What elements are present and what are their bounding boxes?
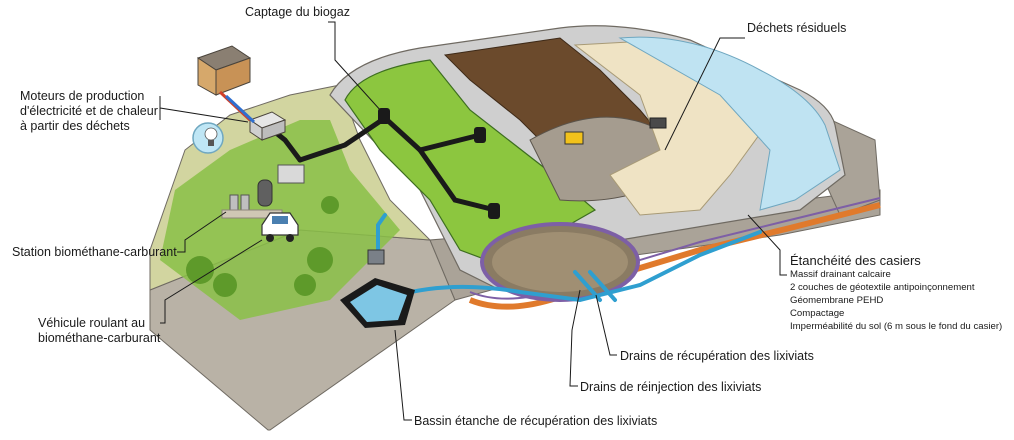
leachate-pipe-tower bbox=[376, 213, 387, 257]
label-vehicule-line-2: biométhane-carburant bbox=[38, 331, 161, 345]
leader-dechets bbox=[664, 37, 745, 151]
landfill-cells bbox=[329, 25, 881, 310]
engine-building bbox=[218, 90, 287, 141]
engine-building-side bbox=[261, 119, 286, 141]
biogas-well-1 bbox=[378, 108, 390, 124]
leader-station bbox=[177, 211, 227, 253]
label-drains-reinjection: Drains de réinjection des lixiviats bbox=[580, 380, 762, 394]
leader-vehicule bbox=[160, 239, 263, 324]
leader-moteurs bbox=[159, 96, 249, 123]
label-drains-recuperation: Drains de récupération des lixiviats bbox=[620, 349, 814, 363]
leader-bassin bbox=[394, 329, 412, 421]
label-bassin-etanche: Bassin étanche de récupération des lixiv… bbox=[414, 414, 658, 428]
label-etancheite-title: Étanchéité des casiers bbox=[790, 253, 921, 268]
etancheite-item: Imperméabilité du sol (6 m sous le fond … bbox=[790, 321, 1003, 332]
label-dechets-residuels: Déchets résiduels bbox=[747, 21, 847, 35]
bulldozer-2 bbox=[649, 117, 667, 129]
trees bbox=[186, 196, 339, 297]
cell-section-waste-inner bbox=[492, 232, 628, 292]
power-line-blue bbox=[224, 94, 256, 124]
station-tank bbox=[257, 179, 273, 207]
vehicle-icon bbox=[261, 212, 299, 242]
label-moteurs-line-3: à partir des déchets bbox=[20, 119, 130, 133]
bulldozer-1 bbox=[564, 131, 584, 145]
label-vehicule-line-1: Véhicule roulant au bbox=[38, 316, 146, 330]
biogas-wells bbox=[378, 108, 500, 219]
lightbulb-icon bbox=[192, 122, 224, 154]
etancheite-item: Géomembrane PEHD bbox=[790, 295, 884, 306]
etancheite-item: 2 couches de géotextile antipoinçonnemen… bbox=[790, 282, 975, 293]
leachate-pipe-drain-2 bbox=[588, 270, 617, 302]
leader-lines bbox=[159, 21, 787, 421]
label-moteurs-line-2: d'électricité et de chaleur bbox=[20, 104, 158, 118]
label-moteurs-line-1: Moteurs de production bbox=[20, 89, 145, 103]
farm-building bbox=[196, 45, 252, 96]
house-side bbox=[215, 57, 251, 96]
biogas-pipe-branch bbox=[417, 147, 498, 213]
etancheite-item: Compactage bbox=[790, 308, 845, 319]
bulldozers bbox=[564, 117, 667, 145]
biogas-well-2 bbox=[474, 127, 486, 143]
tree-3 bbox=[307, 247, 333, 273]
tree-5 bbox=[321, 196, 339, 214]
label-station-biomethane: Station biométhane-carburant bbox=[12, 245, 177, 259]
label-captage-biogaz: Captage du biogaz bbox=[245, 5, 350, 19]
leader-etancheite bbox=[747, 214, 787, 276]
basin-pump-box bbox=[367, 249, 385, 265]
leader-captage bbox=[328, 21, 383, 113]
tree-2 bbox=[213, 273, 237, 297]
leader-drains-recup bbox=[595, 294, 617, 356]
leader-drains-reinj bbox=[569, 289, 581, 387]
leachate-basin bbox=[340, 249, 415, 328]
station-building bbox=[277, 164, 305, 184]
cell-empty-liner bbox=[618, 36, 841, 211]
biogas-well-3 bbox=[488, 203, 500, 219]
tree-1 bbox=[186, 256, 214, 284]
etancheite-item: Massif drainant calcaire bbox=[790, 269, 891, 280]
tree-4 bbox=[294, 274, 316, 296]
basin-water bbox=[350, 285, 407, 322]
